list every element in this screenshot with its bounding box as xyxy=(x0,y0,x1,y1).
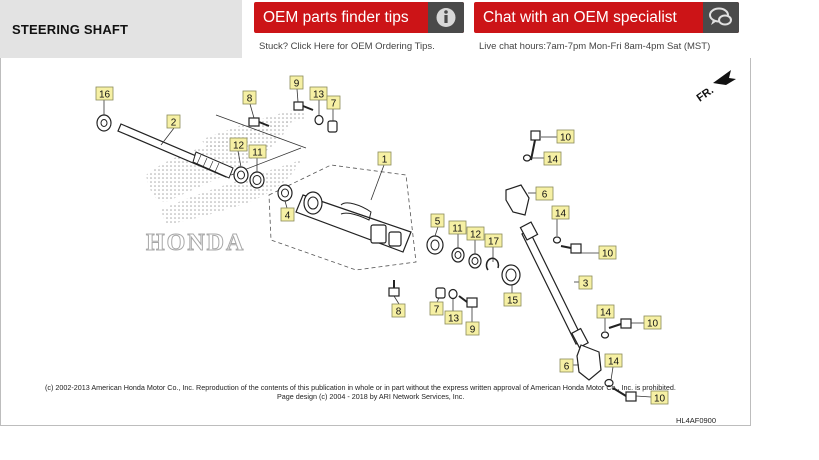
callout-label[interactable]: 15 xyxy=(503,292,522,307)
copyright-notice: (c) 2002-2013 American Honda Motor Co., … xyxy=(45,383,676,392)
direction-label: FR. xyxy=(695,84,716,104)
callout-label[interactable]: 14 xyxy=(596,304,615,319)
callout-label[interactable]: 17 xyxy=(484,233,503,248)
callout-label[interactable]: 5 xyxy=(430,213,445,228)
callout-label[interactable]: 12 xyxy=(466,226,485,241)
callout-label[interactable]: 6 xyxy=(559,358,574,373)
intermediate-shaft-part xyxy=(519,221,589,349)
info-icon xyxy=(428,2,464,33)
svg-text:10: 10 xyxy=(647,319,659,330)
ordering-tips-link[interactable]: Stuck? Click Here for OEM Ordering Tips. xyxy=(259,41,435,52)
svg-text:15: 15 xyxy=(507,296,519,307)
callout-label[interactable]: 10 xyxy=(643,315,662,330)
svg-text:16: 16 xyxy=(99,90,111,101)
callout-label[interactable]: 13 xyxy=(444,310,463,325)
page-title: STEERING SHAFT xyxy=(12,22,129,37)
live-chat-hours-text: Live chat hours:7am-7pm Mon-Fri 8am-4pm … xyxy=(479,41,711,52)
callout-label[interactable]: 16 xyxy=(95,86,114,101)
svg-text:9: 9 xyxy=(470,325,476,336)
diagram-code: HL4AF0900 xyxy=(676,416,717,425)
callout-label[interactable]: 11 xyxy=(448,220,467,235)
svg-text:14: 14 xyxy=(608,357,620,368)
svg-text:8: 8 xyxy=(396,307,402,318)
svg-text:14: 14 xyxy=(555,209,567,220)
svg-text:8: 8 xyxy=(247,94,253,105)
svg-text:7: 7 xyxy=(331,99,337,110)
callout-label[interactable]: 2 xyxy=(166,114,181,129)
svg-text:17: 17 xyxy=(488,237,500,248)
chat-bubbles-icon xyxy=(703,2,739,33)
callout-label[interactable]: 11 xyxy=(248,144,267,159)
page-title-bar: STEERING SHAFT xyxy=(0,0,242,58)
svg-text:4: 4 xyxy=(285,211,291,222)
svg-text:13: 13 xyxy=(448,314,460,325)
svg-text:7: 7 xyxy=(434,305,440,316)
svg-text:12: 12 xyxy=(233,141,245,152)
svg-text:5: 5 xyxy=(435,217,441,228)
steering-shaft-diagram: HONDA FR. xyxy=(95,70,736,405)
svg-text:6: 6 xyxy=(564,362,570,373)
callout-label[interactable]: 9 xyxy=(289,75,304,90)
callout-label[interactable]: 10 xyxy=(598,245,617,260)
callout-label[interactable]: 14 xyxy=(604,353,623,368)
svg-text:1: 1 xyxy=(382,155,388,166)
chat-with-oem-specialist-button[interactable]: Chat with an OEM specialist xyxy=(474,2,739,33)
callout-label[interactable]: 12 xyxy=(229,137,248,152)
svg-text:9: 9 xyxy=(294,79,300,90)
svg-text:14: 14 xyxy=(600,308,612,319)
honda-text-watermark: HONDA xyxy=(146,230,245,256)
callout-label[interactable]: 4 xyxy=(280,207,295,222)
svg-text:11: 11 xyxy=(452,224,463,235)
callout-label[interactable]: 13 xyxy=(309,86,328,101)
upper-steering-shaft-part xyxy=(117,123,234,179)
oem-parts-finder-tips-button[interactable]: OEM parts finder tips xyxy=(254,2,464,33)
svg-text:10: 10 xyxy=(654,394,666,405)
callout-label[interactable]: 14 xyxy=(551,205,570,220)
callout-label[interactable]: 7 xyxy=(326,95,341,110)
page-design-credit: Page design (c) 2004 - 2018 by ARI Netwo… xyxy=(277,392,465,401)
svg-text:13: 13 xyxy=(313,90,325,101)
callout-label[interactable]: 9 xyxy=(465,321,480,336)
chat-button-label: Chat with an OEM specialist xyxy=(483,9,677,26)
svg-text:2: 2 xyxy=(171,118,177,129)
universal-joint-part xyxy=(505,130,582,254)
honda-wing-watermark: HONDA xyxy=(146,108,306,257)
front-direction-arrow-icon: FR. xyxy=(695,70,736,104)
callout-label[interactable]: 10 xyxy=(650,390,669,405)
callout-label[interactable]: 10 xyxy=(556,129,575,144)
callout-label[interactable]: 3 xyxy=(578,275,593,290)
svg-text:3: 3 xyxy=(583,279,589,290)
callout-label[interactable]: 7 xyxy=(429,301,444,316)
svg-text:12: 12 xyxy=(470,230,482,241)
svg-text:14: 14 xyxy=(547,155,559,166)
callout-label[interactable]: 8 xyxy=(242,90,257,105)
svg-text:11: 11 xyxy=(252,148,263,159)
parts-finder-button-label: OEM parts finder tips xyxy=(263,9,409,26)
svg-text:10: 10 xyxy=(560,133,572,144)
svg-text:6: 6 xyxy=(542,190,548,201)
parts-diagram: HONDA FR. xyxy=(0,58,751,426)
svg-text:10: 10 xyxy=(602,249,614,260)
lower-universal-joint-part xyxy=(576,318,637,402)
callout-label[interactable]: 14 xyxy=(543,151,562,166)
callout-label[interactable]: 6 xyxy=(535,186,554,201)
steering-column-housing-part xyxy=(295,191,412,253)
callout-label[interactable]: 1 xyxy=(377,151,392,166)
callout-label[interactable]: 8 xyxy=(391,303,406,318)
